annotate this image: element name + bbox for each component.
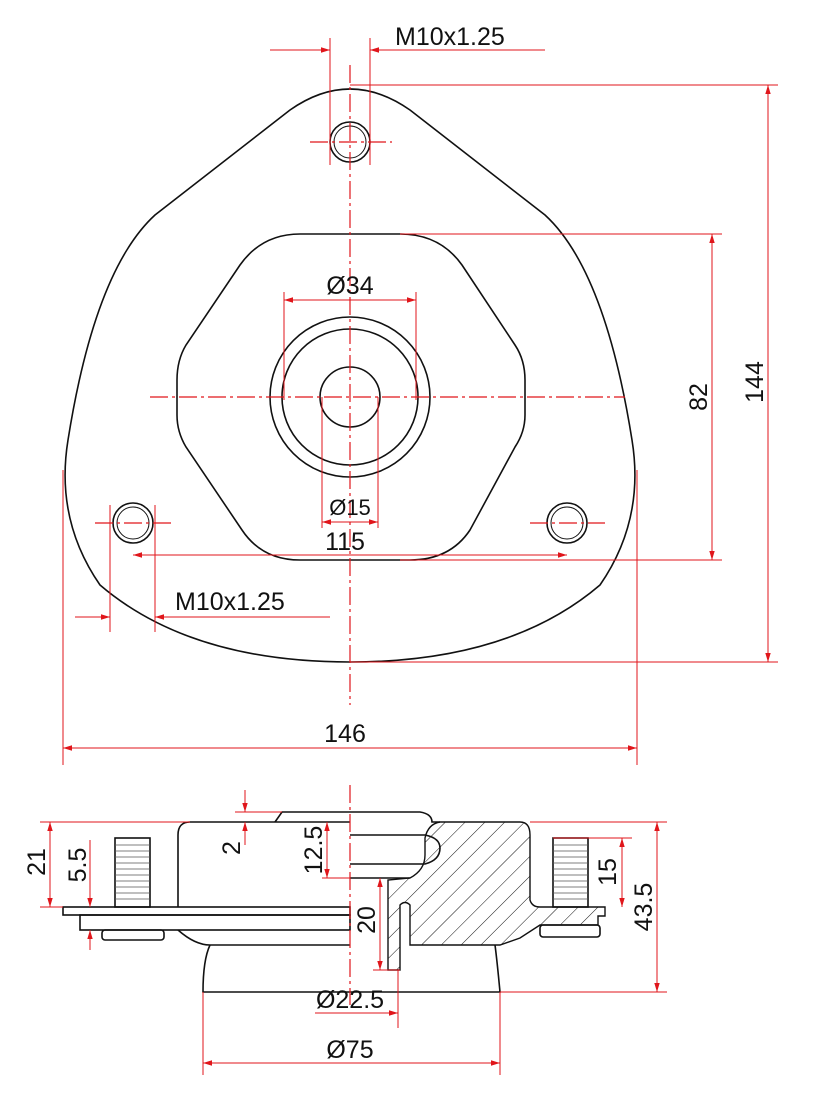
flange-plate-upper [62, 906, 351, 916]
dim-inner-height: 82 [400, 233, 722, 561]
dim-label: 5.5 [64, 848, 92, 883]
dim-thread-top: M10x1.25 [270, 23, 545, 165]
top-view: M10x1.25 Ø34 Ø15 115 M10x1.25 [62, 23, 778, 765]
housing-lower-curve [177, 929, 350, 946]
dim-bore-depth: 20 [353, 878, 400, 971]
dim-bore-dia: Ø22.5 [315, 970, 399, 1028]
dim-dia-15: Ø15 [321, 397, 379, 528]
dim-label: 82 [685, 383, 713, 411]
dim-label: 2 [218, 841, 246, 855]
dim-dia-34: Ø34 [283, 272, 417, 400]
dim-label: 15 [594, 858, 622, 886]
side-view: 21 5.5 2 12.5 20 1 [23, 785, 667, 1075]
dim-hole-spacing: 115 [133, 528, 567, 558]
dim-label: Ø75 [326, 1036, 373, 1064]
dim-label: 146 [324, 720, 366, 748]
dim-base-dia: Ø75 [202, 992, 501, 1075]
dim-label: 43.5 [630, 883, 658, 932]
dim-label: 20 [353, 906, 381, 934]
dim-label: 12.5 [300, 826, 328, 875]
bolt-left [101, 837, 165, 941]
cap-outline [274, 811, 440, 823]
dim-bolt-length: 15 [553, 837, 632, 907]
lower-boss-outline [202, 944, 501, 993]
dim-label: 21 [23, 848, 51, 876]
dim-label: Ø34 [326, 272, 373, 300]
dim-thread-bottom: M10x1.25 [75, 505, 330, 632]
dim-label: Ø15 [329, 495, 371, 520]
dim-cap-height: 2 [218, 790, 282, 855]
flange-plate-lower [79, 914, 351, 931]
dim-total-side-height: 43.5 [500, 821, 667, 993]
dim-total-height: 144 [350, 84, 778, 663]
outer-plate-outline [64, 88, 636, 663]
dim-top-depth: 12.5 [300, 822, 350, 879]
dim-label: M10x1.25 [395, 23, 505, 51]
dim-label: Ø22.5 [316, 986, 384, 1014]
dim-total-width: 146 [62, 470, 638, 765]
dim-flange-height: 21 [23, 821, 190, 908]
dim-label: 144 [741, 361, 769, 403]
dim-label: M10x1.25 [175, 588, 285, 616]
dim-bolt-offset: 5.5 [64, 840, 93, 950]
dim-label: 115 [325, 528, 365, 556]
section-hatch [387, 821, 606, 971]
